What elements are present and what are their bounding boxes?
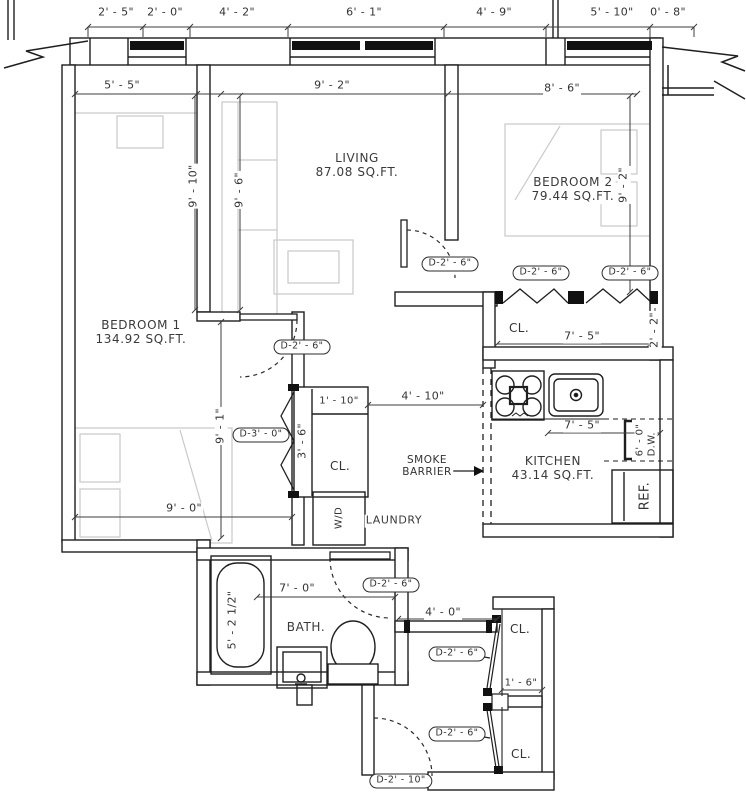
dim-bedroom2-width: 8' - 6" [543,81,581,96]
door-tag-entry: D-2' - 10" [369,773,433,789]
wall-living-br2 [444,64,459,241]
wall-kitchen-south [482,523,674,538]
door-tag-bath: D-2' - 6" [362,577,420,593]
door-tag-closet2-right: D-2' - 6" [601,265,659,281]
door-leaf-bedroom1 [239,313,298,321]
dim-top-3: 4' - 2" [218,5,256,20]
room-area: 79.44 SQ.FT. [531,189,615,203]
smoke-barrier [450,368,492,524]
wall-entry-west [361,684,375,776]
table-icon [273,239,354,295]
door-tag-closet1: D-3' - 0" [232,427,290,443]
door-arc-bath [329,557,391,619]
door-tag-living: D-2' - 6" [421,256,479,272]
dim-top-1: 2' - 5" [97,5,135,20]
fixtures [210,370,674,772]
door-leaf-living [400,219,408,268]
dim-closet2-width: 7' - 5" [563,329,601,344]
dim-entry-hall: 4' - 0" [424,605,462,620]
dim-bedroom1-bottom: 9' - 0" [165,501,203,516]
window-icon [567,41,652,50]
dishwasher-tag: D.W. [646,432,657,457]
room-name: BEDROOM 2 [533,175,613,190]
wall-kitchen-east [659,359,674,538]
kitchen-sink-icon [548,373,604,417]
room-area: 87.08 SQ.FT. [315,165,399,179]
dim-bedroom2-height: 9' - 2" [616,166,631,204]
dishwasher-bracket [623,419,632,461]
room-name: LIVING [335,151,379,166]
windows [130,40,652,51]
bathtub-icon [210,555,272,675]
dim-top-7: 0' - 8" [649,5,687,20]
window-icon [130,41,184,50]
room-name: KITCHEN [524,454,582,469]
dim-closet1-depth: 3' - 6" [295,422,310,460]
door-arc-entry [373,717,433,777]
dim-hall-closet: 1' - 6" [503,677,539,689]
dim-closet1-width: 1' - 10" [318,395,360,407]
stove-icon [491,370,545,421]
dim-top-5: 4' - 9" [475,5,513,20]
dishwasher-label: 6' - 0" D.W. [634,422,658,458]
dishwasher-clearance: 6' - 0" [634,423,646,457]
door-tag-bedroom1: D-2' - 6" [273,339,331,355]
dim-hall-width: 4' - 10" [400,389,446,404]
bath-sink-icon [276,646,328,689]
bifold-icon [502,288,569,304]
smoke-barrier-line2: BARRIER [402,466,452,478]
room-area: 43.14 SQ.FT. [511,468,595,482]
dim-top-6: 5' - 10" [589,5,635,20]
bifold-icon [280,391,295,491]
closet-label-bedroom1: CL. [328,459,352,474]
wall-bath-east [394,547,409,686]
dim-top-2: 2' - 0" [146,5,184,20]
closet-label-bedroom2: CL. [507,321,531,336]
room-label-bath: BATH. [285,620,327,635]
smoke-barrier-label: SMOKE BARRIER [401,453,453,479]
refrigerator-icon [611,469,674,524]
refrigerator-label: REF. [637,480,654,512]
dim-bedroom1-width: 5' - 5" [103,78,141,93]
room-area: 134.92 SQ.FT. [95,332,187,346]
wall-bottom [427,771,555,791]
wall-hall-east [541,608,555,780]
door-leaf-bath [329,551,391,560]
wall-left [61,64,76,543]
closet-label-hall-lower: CL. [509,747,533,762]
door-tag-hall-closet-lower: D-2' - 6" [428,726,486,742]
couch-icon [221,101,278,319]
break-marks [3,40,746,100]
dim-bedroom1-height-right: 9' - 1" [213,407,228,445]
room-label-laundry: LAUNDRY [364,513,424,528]
bed1-icon [74,427,233,544]
dim-tub-length: 5' - 2 1/2" [225,589,240,651]
room-label-bedroom1: BEDROOM 1 134.92 SQ.FT. [94,318,188,347]
room-name: BEDROOM 1 [101,318,181,333]
bifold-icon [585,288,653,304]
dim-closet2-depth: 2' - 2" [647,311,662,349]
door-arc-bedroom1 [239,319,298,378]
smoke-barrier-line1: SMOKE [406,453,448,466]
arrow-icon [474,466,484,476]
dim-kitchen-counter: 7' - 5" [563,418,601,433]
dim-living-width: 9' - 2" [313,78,351,93]
room-label-kitchen: KITCHEN 43.14 SQ.FT. [510,454,596,483]
closet-label-hall-upper: CL. [508,622,532,637]
dim-bedroom1-height-left: 9' - 10" [186,163,201,209]
door-tag-hall-closet-upper: D-2' - 6" [428,646,486,662]
dim-bath-width: 7' - 0" [278,581,316,596]
dim-top-4: 6' - 1" [345,5,383,20]
washer-dryer-label: W/D [333,505,345,531]
dim-living-height: 9' - 6" [232,171,247,209]
door-tag-closet2-left: D-2' - 6" [512,265,570,281]
room-label-living: LIVING 87.08 SQ.FT. [314,151,400,180]
room-label-bedroom2: BEDROOM 2 79.44 SQ.FT. [530,175,616,204]
